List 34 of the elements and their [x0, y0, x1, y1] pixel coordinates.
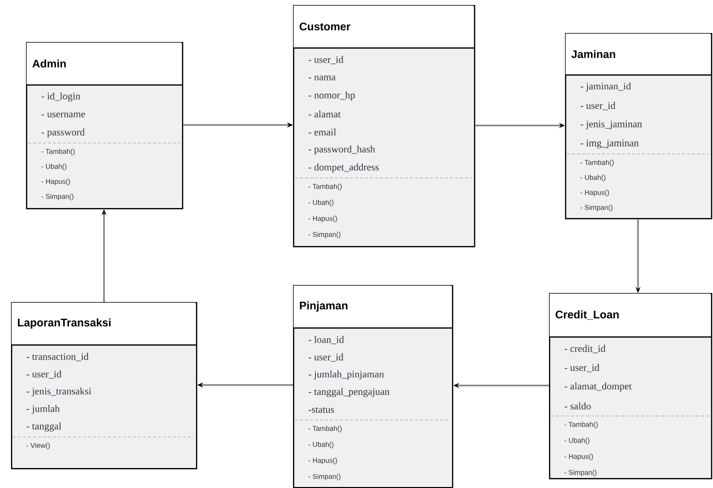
attribute-text: - jaminan_id: [580, 82, 631, 92]
attribute-text: - email: [308, 128, 336, 136]
class-name: Pinjaman: [300, 301, 348, 312]
attribute-text: - password: [42, 128, 85, 138]
attribute-text: -status: [308, 407, 334, 413]
attribute-text: - dompet_address: [308, 163, 379, 173]
class-name: Admin: [32, 59, 66, 68]
class-name: Jaminan: [571, 50, 616, 58]
class-name: Customer: [300, 22, 350, 30]
attribute-text: - user_id: [26, 370, 62, 379]
attribute-text: - img_jaminan: [580, 140, 639, 148]
attribute-text: - jumlah: [26, 404, 60, 414]
attribute-text: - nomor_hp: [308, 91, 355, 101]
attribute-text: - loan_id: [308, 336, 344, 344]
attribute-text: - jenis_transaksi: [26, 387, 92, 397]
attribute-text: - tanggal_pengajuan: [308, 388, 390, 398]
attribute-text: - nama: [308, 76, 336, 80]
attribute-text: - alamat: [308, 110, 341, 118]
attribute-text: - alamat_dompet: [564, 382, 632, 392]
attribute-text: - user_id: [308, 56, 344, 64]
class-name: Credit_Loan: [556, 310, 619, 320]
attribute-text: - password_hash: [308, 145, 375, 155]
attribute-text: - user_id: [580, 102, 616, 110]
attribute-text: - user_id: [308, 353, 344, 362]
attribute-text: - jumlah_pinjaman: [308, 370, 384, 380]
attribute-text: - user_id: [564, 364, 600, 372]
attribute-text: - id_login: [42, 92, 80, 102]
class-name: LaporanTransaksi: [18, 318, 111, 329]
attribute-text: - jenis_jaminan: [580, 120, 642, 130]
attribute-text: - credit_id: [564, 344, 606, 354]
attribute-text: - transaction_id: [26, 352, 89, 362]
attribute-text: - saldo: [564, 402, 591, 410]
attribute-text: - tanggal: [26, 422, 62, 432]
attribute-text: - username: [42, 112, 85, 118]
